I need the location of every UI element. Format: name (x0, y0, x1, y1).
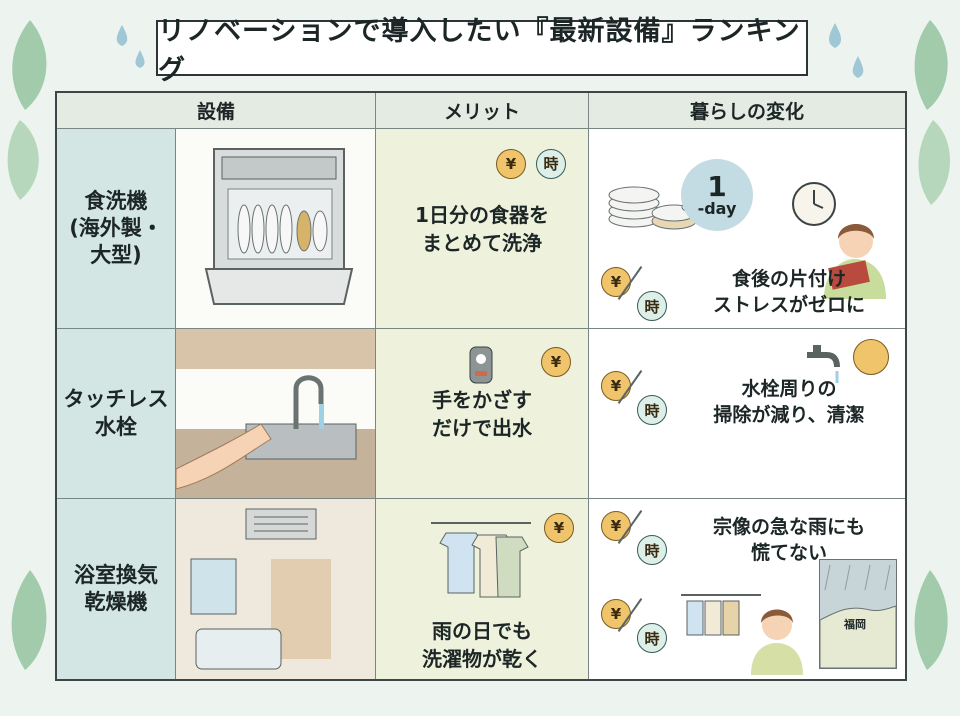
yen-icon: ¥ (541, 347, 571, 377)
face-icon (853, 339, 889, 375)
header-equipment: 設備 (57, 93, 376, 129)
water-drop-icon (828, 23, 864, 78)
leaf-decoration-bottom-right (914, 570, 948, 670)
yen-icon: ¥ (544, 513, 574, 543)
one-day-badge: 1 -day (681, 159, 753, 231)
change-bathroom-dryer: ¥ 時 宗像の急な雨にも 慌てない ¥ 時 福岡 (589, 499, 905, 679)
faucet-icon (807, 345, 840, 383)
yen-icon: ¥ (601, 599, 631, 629)
leaf-decoration-left (7, 20, 47, 200)
dishwasher-illustration (176, 129, 376, 329)
clock-icon: 時 (637, 623, 667, 653)
change-text-bathroom-dryer: 宗像の急な雨にも 慌てない (712, 516, 865, 564)
merit-bathroom-dryer: ¥ 雨の日でも 洗濯物が乾く (376, 499, 589, 679)
water-drop-icon (116, 25, 145, 68)
clock-icon: 時 (637, 395, 667, 425)
bathroom-dryer-illustration (176, 499, 376, 679)
leaf-decoration-bottom-left (11, 570, 47, 670)
change-dishwasher: 1 -day ¥ 時 食後の片付け ストレスがゼロに (589, 129, 905, 329)
yen-icon: ¥ (601, 511, 631, 541)
clock-icon: 時 (637, 535, 667, 565)
fukuoka-map: 福岡 (819, 559, 897, 669)
row-name-bathroom-dryer: 浴室換気 乾燥機 (57, 499, 176, 679)
merit-touchless-faucet: ¥ 手をかざす だけで出水 (376, 329, 589, 499)
header-merit: メリット (376, 93, 589, 129)
yen-icon: ¥ (601, 267, 631, 297)
change-text-touchless-faucet: 水栓周りの 掃除が減り、清潔 (713, 378, 865, 426)
hanging-clothes-icon (431, 522, 531, 598)
clock-icon (792, 182, 836, 226)
laundry-woman-icon (681, 594, 803, 675)
change-touchless-faucet: ¥ 時 水栓周りの 掃除が減り、清潔 (589, 329, 905, 499)
clock-icon: 時 (536, 149, 566, 179)
change-text-dishwasher: 食後の片付け ストレスがゼロに (712, 268, 865, 316)
ranking-table: 設備 メリット 暮らしの変化 食洗機 (海外製・ 大型) ¥ 時 (55, 91, 907, 681)
touchless-faucet-illustration (176, 329, 376, 499)
motion-sensor-icon (469, 346, 493, 384)
yen-icon: ¥ (496, 149, 526, 179)
row-name-touchless-faucet: タッチレス 水栓 (57, 329, 176, 499)
page-title: リノベーションで導入したい『最新設備』ランキング (156, 16, 808, 86)
header-change: 暮らしの変化 (589, 93, 905, 129)
clock-icon: 時 (637, 291, 667, 321)
reading-woman-icon (824, 224, 886, 299)
merit-dishwasher: ¥ 時 1日分の食器を まとめて洗浄 (376, 129, 589, 329)
yen-icon: ¥ (601, 371, 631, 401)
row-name-dishwasher: 食洗機 (海外製・ 大型) (57, 129, 176, 329)
leaf-decoration-right (914, 20, 951, 205)
